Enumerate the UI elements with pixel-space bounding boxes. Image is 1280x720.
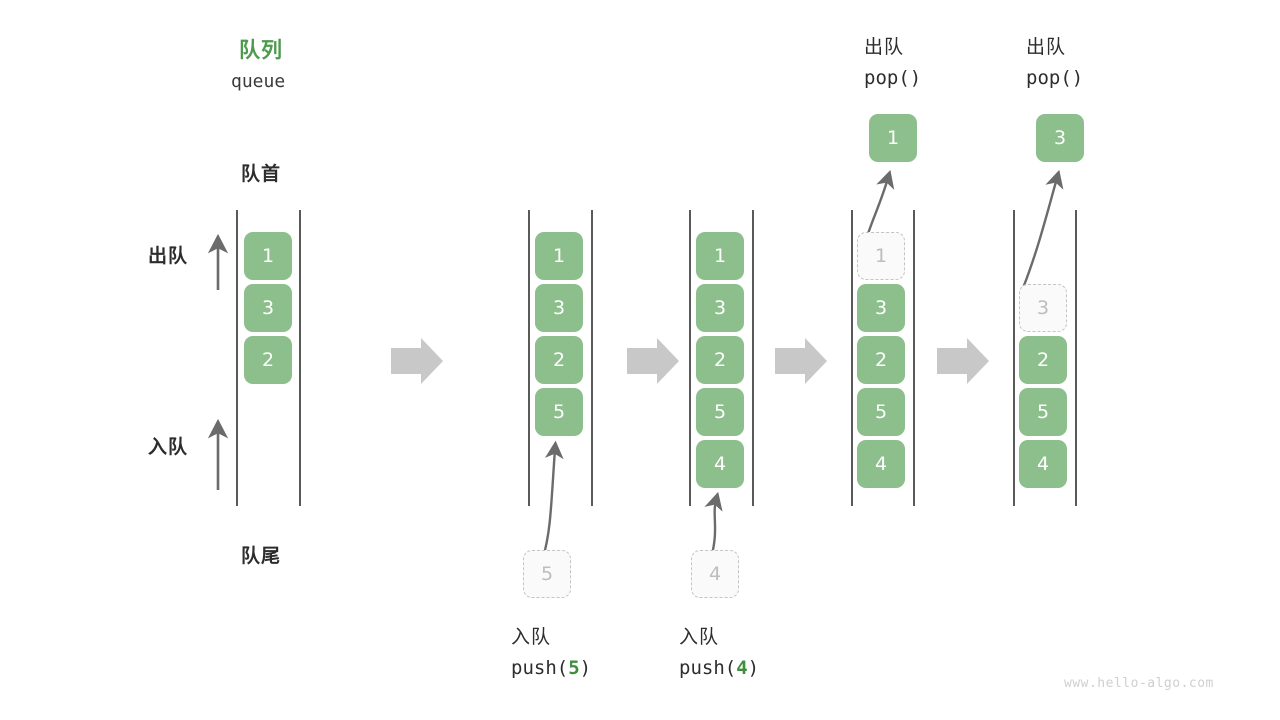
operation-code-argument: 5	[568, 657, 580, 679]
step-arrow-3	[775, 338, 827, 384]
incoming-ghost-cell: 4	[691, 550, 739, 598]
queue-rail-left	[851, 210, 853, 506]
queue-rail-right	[591, 210, 593, 506]
operation-code-prefix: push(	[679, 657, 737, 679]
operation-caption-cn: 入队	[511, 626, 552, 648]
queue-cell: 1	[696, 232, 744, 280]
queue-cell: 3	[696, 284, 744, 332]
queue-cell-new: 4	[696, 440, 744, 488]
queue-rail-right	[299, 210, 301, 506]
queue-front-label: 队首	[241, 163, 282, 185]
operation-header-code: pop()	[1026, 67, 1084, 89]
popped-cell: 1	[869, 114, 917, 162]
queue-rail-right	[913, 210, 915, 506]
queue-cell: 1	[535, 232, 583, 280]
page-title-en: queue	[231, 71, 286, 92]
queue-cell-removed: 1	[857, 232, 905, 280]
operation-code-prefix: push(	[511, 657, 569, 679]
queue-cell: 2	[857, 336, 905, 384]
queue-cell: 3	[857, 284, 905, 332]
page-title-cn: 队列	[239, 38, 283, 62]
queue-cell-new: 5	[535, 388, 583, 436]
queue-cell: 2	[535, 336, 583, 384]
dequeue-direction-label: 出队	[148, 245, 189, 267]
queue-rail-right	[752, 210, 754, 506]
step-arrow-4	[937, 338, 989, 384]
site-watermark: www.hello-algo.com	[1064, 676, 1214, 691]
operation-header-cn: 出队	[1026, 36, 1067, 58]
step-arrow-1	[391, 338, 443, 384]
queue-cell: 5	[1019, 388, 1067, 436]
queue-cell: 2	[1019, 336, 1067, 384]
operation-caption-cn: 入队	[679, 626, 720, 648]
queue-cell: 4	[857, 440, 905, 488]
queue-cell: 4	[1019, 440, 1067, 488]
queue-rail-right	[1075, 210, 1077, 506]
popped-cell: 3	[1036, 114, 1084, 162]
queue-rear-label: 队尾	[241, 545, 282, 567]
queue-cell: 2	[696, 336, 744, 384]
queue-cell: 5	[857, 388, 905, 436]
operation-code-argument: 4	[736, 657, 748, 679]
operation-code-suffix: )	[747, 657, 760, 679]
incoming-ghost-cell: 5	[523, 550, 571, 598]
operation-header-code: pop()	[864, 67, 922, 89]
queue-rail-left	[236, 210, 238, 506]
queue-cell: 1	[244, 232, 292, 280]
operation-header-cn: 出队	[864, 36, 905, 58]
step-arrow-2	[627, 338, 679, 384]
queue-cell: 3	[244, 284, 292, 332]
pop-3-curve-arrow	[1021, 169, 1064, 289]
operation-caption-code: push(4)	[679, 657, 759, 679]
queue-cell: 3	[535, 284, 583, 332]
enqueue-direction-label: 入队	[148, 436, 189, 458]
queue-cell: 2	[244, 336, 292, 384]
pop-1-curve-arrow	[864, 169, 895, 241]
queue-cell: 5	[696, 388, 744, 436]
operation-caption-code: push(5)	[511, 657, 591, 679]
queue-cell-removed: 3	[1019, 284, 1067, 332]
queue-rail-left	[1013, 210, 1015, 506]
push-5-curve-arrow	[541, 440, 564, 559]
queue-rail-left	[689, 210, 691, 506]
queue-rail-left	[528, 210, 530, 506]
operation-code-suffix: )	[579, 657, 592, 679]
